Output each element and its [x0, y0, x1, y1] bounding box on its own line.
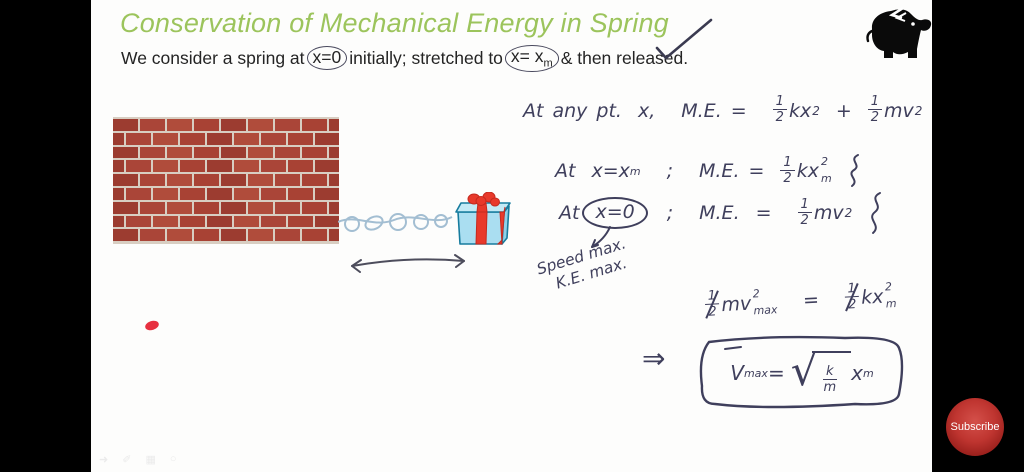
lesson-subtitle: We consider a spring at x=0 initially; s…: [121, 45, 688, 72]
laser-pointer-dot: [143, 319, 161, 332]
hand-drawn-box: [699, 335, 904, 409]
subtitle-part3: & then released.: [560, 47, 689, 68]
brace-squiggle: [850, 154, 859, 187]
pointer-arrow-to-note: [591, 226, 611, 248]
subtitle-part2: initially; stretched to: [349, 47, 503, 68]
elephant-logo: [866, 6, 932, 58]
circled-annotation-x0: x=0: [306, 46, 348, 71]
subscribe-button[interactable]: Subscribe: [946, 398, 1004, 456]
shape-icon[interactable]: ○: [169, 453, 177, 465]
gift-box-mass: [455, 192, 511, 245]
brick-wall: [113, 117, 339, 244]
letterbox-left: [0, 0, 91, 472]
grid-icon[interactable]: ▦: [145, 454, 156, 466]
checkmark-annotation: [655, 18, 713, 60]
pointer-icon[interactable]: ➜: [99, 454, 109, 466]
speed-max-note: Speed max. K.E. max.: [534, 234, 630, 293]
pen-icon[interactable]: ✐: [122, 454, 132, 466]
brace-squiggle: [871, 192, 882, 234]
lesson-title: Conservation of Mechanical Energy in Spr…: [120, 8, 669, 38]
oscillation-range-arrow: [351, 254, 465, 273]
implies-arrow: ⇒: [642, 342, 666, 375]
circled-x0-annotation: x=0: [582, 197, 648, 229]
annotation-toolbar: ➜ ✐ ▦ ○: [99, 453, 177, 466]
whiteboard-canvas: Conservation of Mechanical Energy in Spr…: [91, 0, 932, 472]
letterbox-right: [932, 0, 1024, 472]
circled-annotation-xm: x= xm: [504, 45, 559, 72]
subtitle-part1: We consider a spring at: [121, 47, 305, 68]
spring-coil: [338, 213, 453, 232]
